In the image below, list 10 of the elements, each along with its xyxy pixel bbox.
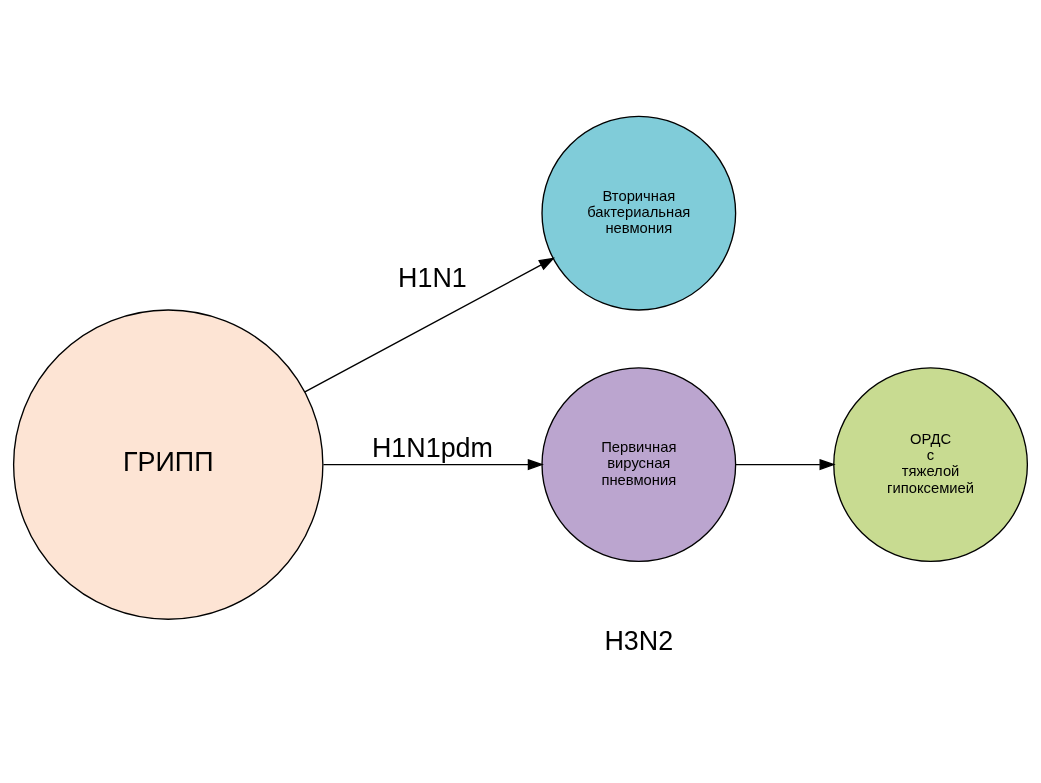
arrow <box>304 257 555 393</box>
arrow <box>322 458 544 470</box>
edge-label: H1N1pdm <box>371 432 493 463</box>
arrow <box>735 458 836 470</box>
edge-label: H1N1 <box>398 262 467 293</box>
node-circle: ГРИПП <box>12 308 324 620</box>
node-circle: Вторичная бактериальная невмония <box>541 115 737 311</box>
label: H3N2 <box>604 625 674 656</box>
node-circle: ОРДС с тяжелой гипоксемией <box>833 366 1029 562</box>
node-circle: Первичная вирусная пневмония <box>541 366 737 562</box>
